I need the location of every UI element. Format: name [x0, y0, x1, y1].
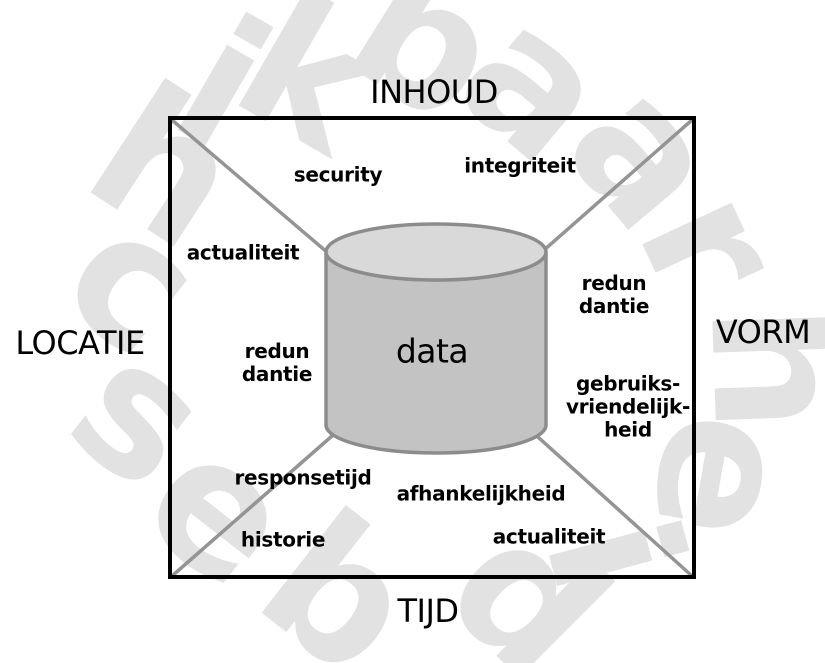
label-redundantie-left: redun dantie — [241, 339, 313, 386]
cylinder-data-label: data — [395, 331, 469, 371]
axis-label-locatie: LOCATIE — [15, 324, 145, 362]
label-actualiteit-bottom: actualiteit — [492, 524, 606, 549]
label-responsetijd: responsetijd — [234, 465, 372, 490]
label-actualiteit-left: actualiteit — [186, 240, 300, 265]
label-afhankelijkheid: afhankelijkheid — [396, 481, 566, 506]
label-integriteit: integriteit — [464, 153, 576, 178]
label-redundantie-right: redun dantie — [578, 271, 650, 318]
axis-label-vorm: VORM — [715, 313, 811, 351]
axis-label-tijd: TIJD — [397, 592, 459, 630]
label-gebruiksvriendelijkheid: gebruiks- vriendelijk- heid — [565, 371, 691, 442]
label-security: security — [293, 162, 383, 187]
label-historie: historie — [240, 527, 326, 552]
frame-rect — [168, 116, 696, 579]
cylinder-top — [324, 222, 548, 282]
axis-label-inhoud: INHOUD — [370, 73, 498, 111]
